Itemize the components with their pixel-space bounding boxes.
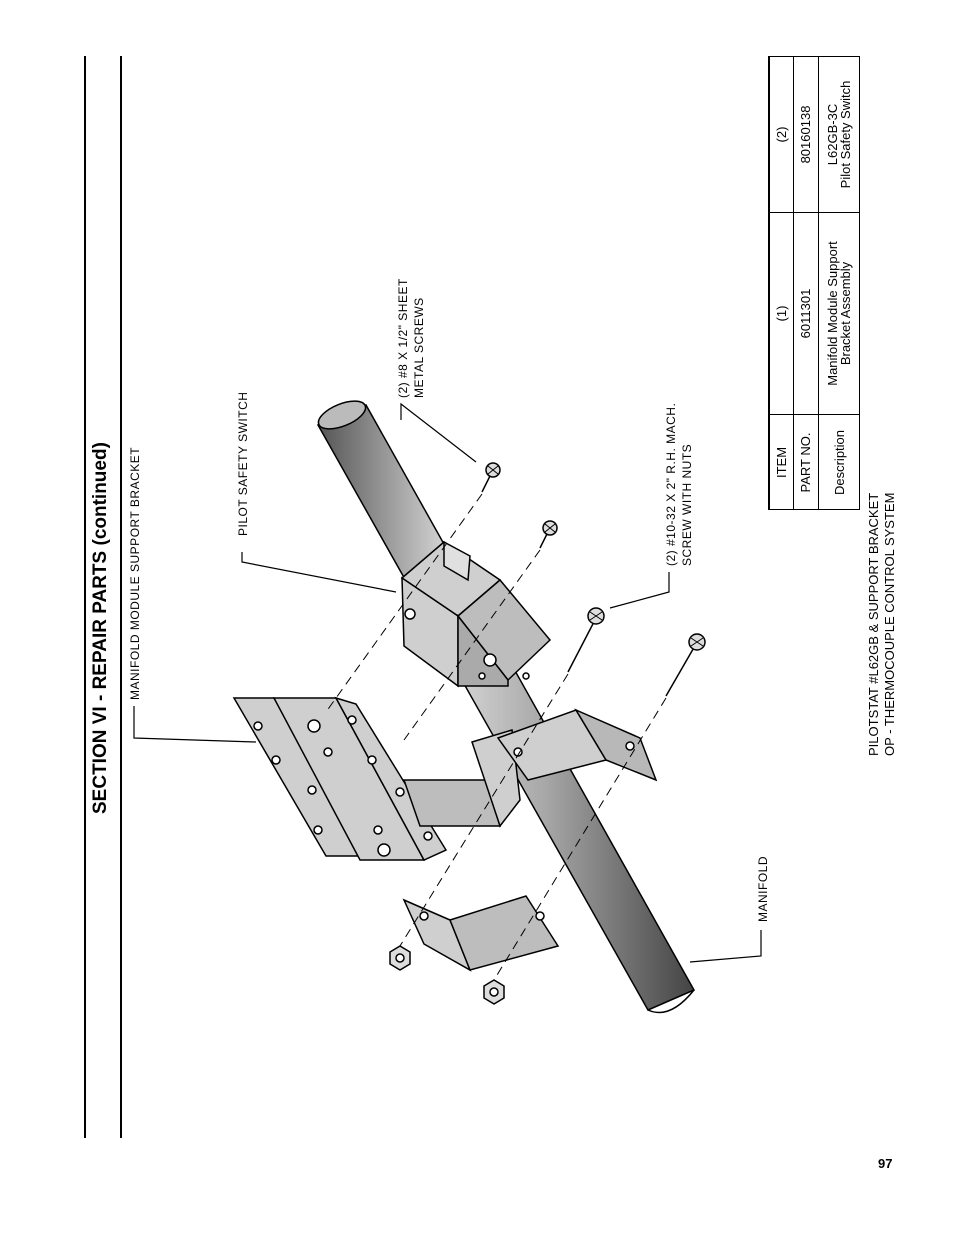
parts-table: ITEM (1) (2) PART NO. 6011301 80160138 D… xyxy=(768,56,860,510)
callout-sheet-screws-line1: (2) #8 X 1/2" SHEET xyxy=(396,278,410,398)
sheet-screw-2 xyxy=(539,520,558,549)
table-header-item: ITEM xyxy=(769,414,794,509)
callout-bracket: MANIFOLD MODULE SUPPORT BRACKET xyxy=(128,446,142,700)
table-cell-line: Pilot Safety Switch xyxy=(838,80,854,189)
table-cell: (2) xyxy=(769,57,794,213)
figure-caption-line1: PILOTSTAT #L62GB & SUPPORT BRACKET xyxy=(866,492,881,756)
table-header-part-no: PART NO. xyxy=(793,414,819,509)
table-cell: L62GB-3C Pilot Safety Switch xyxy=(818,57,859,213)
page-number: 97 xyxy=(878,1156,893,1171)
callout-manifold: MANIFOLD xyxy=(756,855,770,922)
table-row: PART NO. 6011301 80160138 xyxy=(793,57,819,509)
hex-nut-2 xyxy=(483,979,505,1005)
callout-sheet-screws-line2: METAL SCREWS xyxy=(412,297,426,398)
table-cell: 80160138 xyxy=(793,57,819,213)
machine-screw-2 xyxy=(665,633,706,697)
table-cell: 6011301 xyxy=(793,212,819,415)
pilot-safety-switch-body xyxy=(400,540,552,688)
bracket-clip-upper xyxy=(496,708,658,782)
figure-caption-line2: OP - THERMOCOUPLE CONTROL SYSTEM xyxy=(882,492,897,756)
callout-pilot-switch: PILOT SAFETY SWITCH xyxy=(236,391,250,536)
table-cell: Manifold Module Support Bracket Assembly xyxy=(818,212,859,415)
manifold-pipe xyxy=(316,400,696,1014)
machine-screw-1 xyxy=(567,607,605,673)
left-rule-inner xyxy=(120,56,122,1138)
table-row: ITEM (1) (2) xyxy=(769,57,794,509)
table-cell: (1) xyxy=(769,212,794,415)
table-header-description: Description xyxy=(818,414,859,509)
callout-mach-screws-line1: (2) #10-32 X 2" R.H. MACH. xyxy=(664,402,678,566)
table-row: Description Manifold Module Support Brac… xyxy=(818,57,859,509)
table-cell-line: Bracket Assembly xyxy=(838,261,854,366)
sheet-screw-1 xyxy=(481,462,501,493)
support-bracket xyxy=(232,696,521,861)
assembly-dash-lines xyxy=(325,493,667,981)
left-rule xyxy=(84,56,86,1138)
callout-mach-screws-line2: SCREW WITH NUTS xyxy=(680,443,694,566)
bracket-clip-lower xyxy=(402,895,560,972)
leader-lines xyxy=(133,402,762,963)
hex-nut-1 xyxy=(389,945,411,971)
